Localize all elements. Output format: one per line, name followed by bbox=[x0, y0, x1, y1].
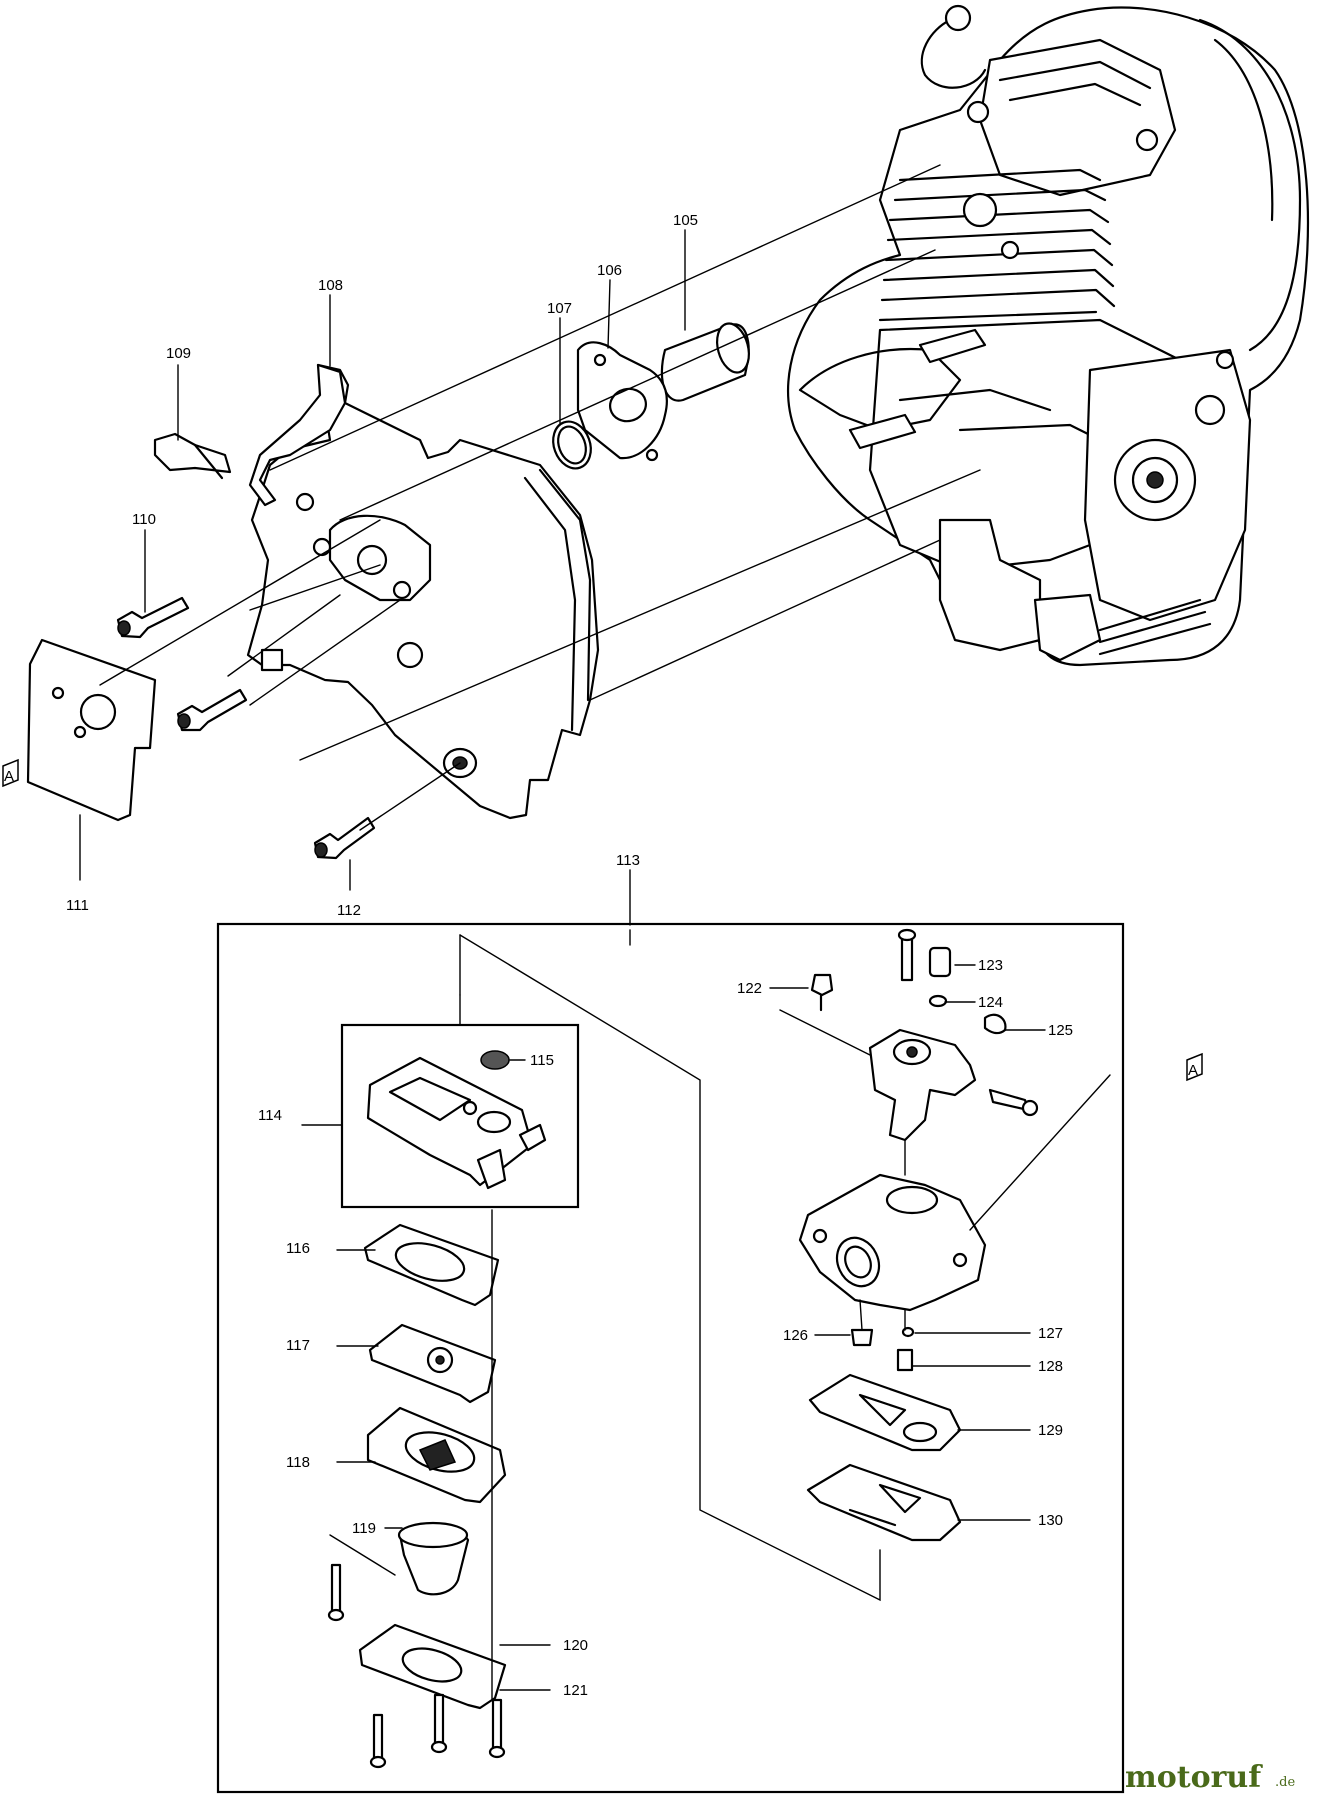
part-109-bolt bbox=[153, 432, 232, 480]
callout-labels: 105 106 107 108 109 110 111 112 113 114 … bbox=[66, 212, 1073, 1699]
watermark-brand: motoruf bbox=[1125, 1760, 1263, 1795]
part-122-screw bbox=[810, 973, 834, 1012]
alignment-lines bbox=[99, 164, 981, 831]
part-124-washer bbox=[928, 994, 948, 1008]
part-120-primer-cover bbox=[358, 1623, 507, 1710]
part-126-plug bbox=[850, 1328, 874, 1347]
part-123-plug bbox=[928, 946, 952, 978]
label-107: 107 bbox=[547, 300, 572, 317]
screw-left bbox=[176, 688, 248, 732]
leader-lines-box bbox=[301, 929, 1111, 1701]
marker-a-left: A bbox=[2, 758, 19, 788]
label-108: 108 bbox=[318, 277, 343, 294]
marker-a-right: A bbox=[1186, 1052, 1203, 1082]
label-127: 127 bbox=[1038, 1325, 1063, 1342]
label-126: 126 bbox=[783, 1327, 808, 1344]
label-119: 119 bbox=[352, 1520, 376, 1537]
svg-text:A: A bbox=[1188, 1062, 1198, 1079]
label-129: 129 bbox=[1038, 1422, 1063, 1439]
part-117-diaphragm bbox=[368, 1323, 497, 1404]
part-110-screw bbox=[116, 596, 190, 639]
part-118-pump-cover bbox=[366, 1406, 507, 1504]
part-114-pump-body bbox=[366, 1056, 547, 1190]
part-106-gasket bbox=[576, 341, 668, 462]
label-106: 106 bbox=[597, 262, 622, 279]
part-107-o-ring bbox=[552, 420, 592, 470]
label-121: 121 bbox=[563, 1682, 588, 1699]
watermark: motoruf .de bbox=[1125, 1760, 1295, 1795]
label-124: 124 bbox=[978, 994, 1003, 1011]
label-118: 118 bbox=[286, 1454, 310, 1471]
screw-top-right bbox=[897, 928, 917, 982]
label-112: 112 bbox=[337, 902, 361, 919]
label-111: 111 bbox=[66, 897, 89, 914]
part-129-gasket bbox=[808, 1373, 962, 1452]
leader-lines-upper bbox=[79, 229, 686, 926]
part-111-gasket bbox=[26, 638, 157, 822]
part-130-diaphragm bbox=[806, 1463, 962, 1542]
part-121-screws bbox=[327, 1563, 506, 1769]
label-125: 125 bbox=[1048, 1022, 1073, 1039]
part-105-insulator bbox=[660, 322, 750, 402]
part-112-screw bbox=[313, 816, 376, 860]
label-110: 110 bbox=[132, 511, 156, 528]
kit-box-113 bbox=[216, 922, 1125, 1794]
label-130: 130 bbox=[1038, 1512, 1063, 1529]
throttle-assembly bbox=[868, 1028, 1039, 1142]
watermark-suffix: .de bbox=[1275, 1775, 1295, 1790]
label-115: 115 bbox=[530, 1052, 554, 1069]
carburetor-body bbox=[798, 1173, 987, 1312]
label-120: 120 bbox=[563, 1637, 588, 1654]
part-125-clip bbox=[983, 1013, 1007, 1035]
label-114: 114 bbox=[258, 1107, 282, 1124]
svg-text:A: A bbox=[4, 768, 14, 785]
label-105: 105 bbox=[673, 212, 698, 229]
part-115-strainer bbox=[480, 1050, 510, 1070]
label-128: 128 bbox=[1038, 1358, 1063, 1375]
cylinder-fins bbox=[878, 168, 1116, 322]
label-122: 122 bbox=[737, 980, 762, 997]
part-128-screw bbox=[896, 1348, 914, 1372]
part-108-cover-plate bbox=[246, 363, 600, 820]
label-109: 109 bbox=[166, 345, 191, 362]
base-ribs bbox=[1098, 598, 1212, 656]
label-116: 116 bbox=[286, 1240, 310, 1257]
part-119-primer-bulb bbox=[397, 1521, 470, 1596]
part-116-gasket bbox=[363, 1223, 500, 1307]
engine-assembly bbox=[787, 4, 1310, 667]
label-123: 123 bbox=[978, 957, 1003, 974]
label-117: 117 bbox=[286, 1337, 310, 1354]
label-113: 113 bbox=[616, 852, 640, 869]
